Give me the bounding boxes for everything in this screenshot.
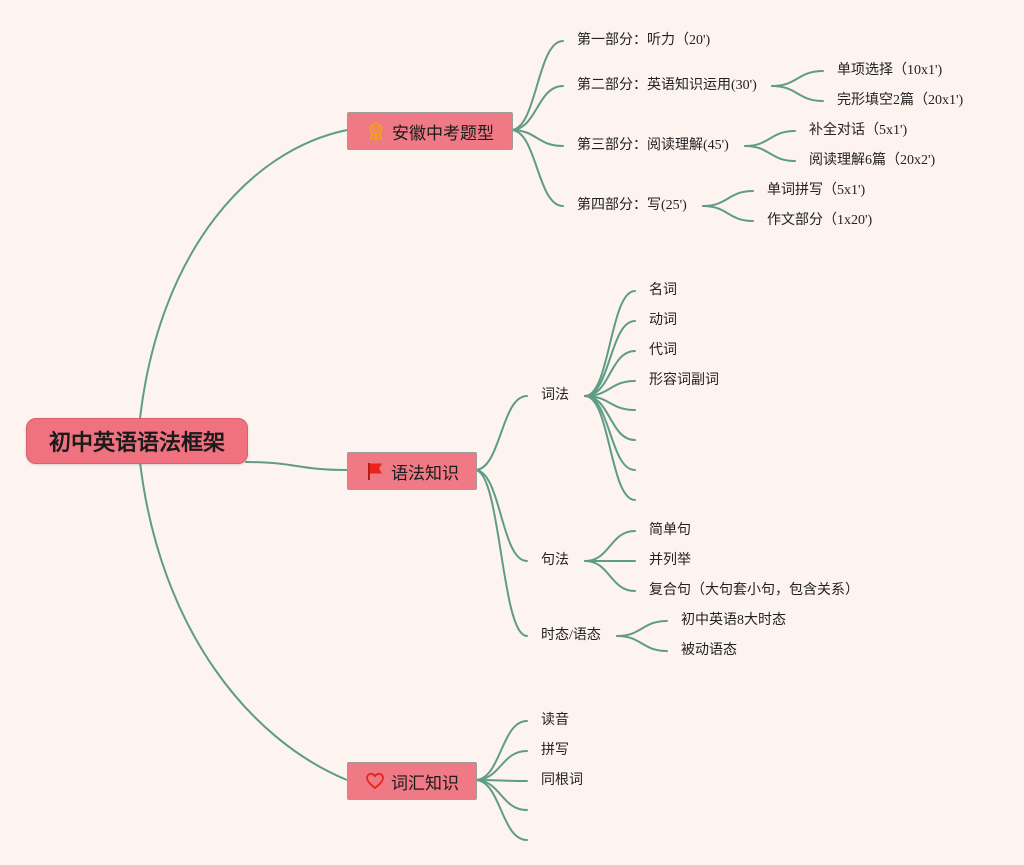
branch-title: 安徽中考题型 — [392, 123, 494, 144]
connector-root-branch3 — [139, 461, 348, 781]
exam-part-2-item-2[interactable]: 完形填空2篇（20x1') — [837, 93, 964, 108]
exam-part-2[interactable]: 第二部分：英语知识运用(30') — [577, 78, 757, 93]
connector-branch1-part-4 — [510, 129, 564, 207]
exam-part-3-item-1[interactable]: 补全对话（5x1') — [809, 123, 908, 138]
exam-part-4-item-1[interactable]: 单词拼写（5x1') — [767, 183, 866, 198]
connector-branch2-syntax — [474, 469, 528, 562]
connector-tense-child-1 — [616, 620, 668, 637]
tense-eight-tenses[interactable]: 初中英语8大时态 — [681, 613, 786, 628]
connector-vocab-child-5 — [474, 779, 528, 841]
branch-title: 词汇知识 — [391, 773, 459, 794]
morphology-adjective-adverb[interactable]: 形容词副词 — [649, 373, 719, 388]
branch-vocabulary-knowledge[interactable]: 词汇知识 — [347, 762, 477, 800]
morphology-pronoun[interactable]: 代词 — [649, 343, 677, 358]
syntax-complex-sentence[interactable]: 复合句（大句套小句，包含关系） — [649, 583, 859, 598]
connector-branch1-part-2 — [510, 85, 564, 131]
connector-morphology-child-2 — [584, 320, 636, 397]
connector-morphology-child-7 — [584, 395, 636, 471]
red-flag-icon — [365, 461, 385, 481]
grammar-tense-voice[interactable]: 时态/语态 — [541, 628, 601, 643]
connector-vocab-child-1 — [474, 720, 528, 781]
vocab-cognates[interactable]: 同根词 — [541, 773, 583, 788]
vocab-spelling[interactable]: 拼写 — [541, 743, 569, 758]
connector-syntax-child-3 — [584, 560, 636, 592]
morphology-noun[interactable]: 名词 — [649, 283, 677, 298]
connector-morphology-child-8 — [584, 395, 636, 501]
connector-morphology-child-1 — [584, 290, 636, 397]
connector-part3-item1 — [744, 130, 796, 147]
connector-branch2-tense — [474, 469, 528, 637]
connector-syntax-child-1 — [584, 530, 636, 562]
voice-passive[interactable]: 被动语态 — [681, 643, 737, 658]
exam-part-3[interactable]: 第三部分：阅读理解(45') — [577, 138, 729, 153]
syntax-simple-sentence[interactable]: 简单句 — [649, 523, 691, 538]
award-ribbon-icon — [366, 121, 386, 141]
connector-branch1-part-3 — [510, 129, 564, 147]
vocab-pronunciation[interactable]: 读音 — [541, 713, 569, 728]
branch-grammar-knowledge[interactable]: 语法知识 — [347, 452, 477, 490]
connector-part2-item1 — [771, 70, 824, 87]
connector-part4-item2 — [702, 205, 754, 222]
connector-part3-item2 — [744, 145, 796, 162]
grammar-morphology[interactable]: 词法 — [541, 388, 569, 403]
exam-part-1[interactable]: 第一部分：听力（20') — [577, 33, 711, 48]
syntax-compound-sentence[interactable]: 并列举 — [649, 553, 691, 568]
root-node[interactable]: 初中英语语法框架 — [26, 418, 248, 464]
connector-branch2-morphology — [474, 395, 528, 471]
grammar-syntax[interactable]: 句法 — [541, 553, 569, 568]
connector-vocab-child-4 — [474, 779, 528, 811]
connector-part2-item2 — [771, 85, 824, 102]
connector-tense-child-2 — [616, 635, 668, 652]
morphology-verb[interactable]: 动词 — [649, 313, 677, 328]
root-title: 初中英语语法框架 — [48, 431, 225, 456]
branch-anhui-exam-types[interactable]: 安徽中考题型 — [347, 112, 513, 150]
connector-root-branch1 — [139, 129, 348, 419]
connector-root-branch2 — [245, 461, 348, 471]
connector-part4-item1 — [702, 190, 754, 207]
connector-branch1-part-1 — [510, 40, 564, 131]
exam-part-2-item-1[interactable]: 单项选择（10x1') — [837, 63, 943, 78]
exam-part-3-item-2[interactable]: 阅读理解6篇（20x2') — [809, 153, 936, 168]
exam-part-4[interactable]: 第四部分：写(25') — [577, 198, 687, 213]
heart-outline-icon — [365, 771, 385, 791]
branch-title: 语法知识 — [391, 463, 459, 484]
exam-part-4-item-2[interactable]: 作文部分（1x20') — [767, 213, 873, 228]
connector-vocab-child-2 — [474, 750, 528, 781]
